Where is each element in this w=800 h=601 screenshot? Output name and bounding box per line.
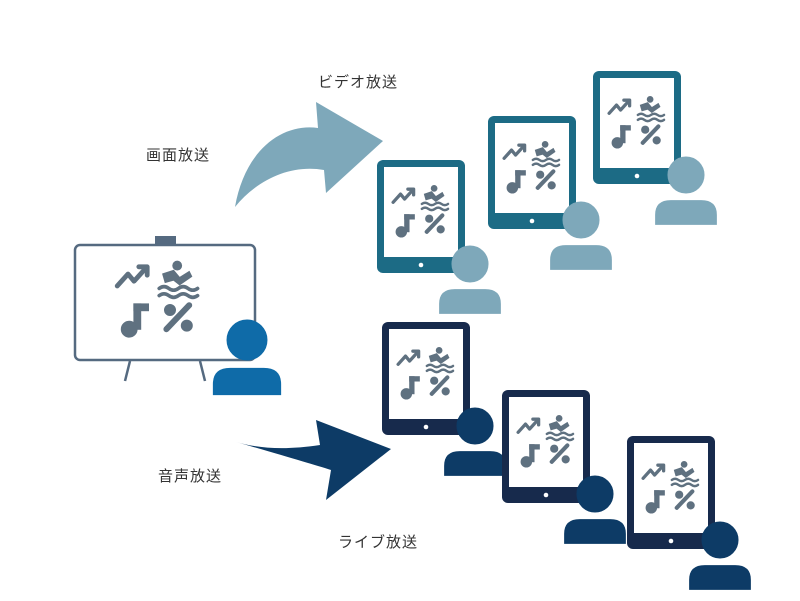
live-viewer-3: [627, 436, 751, 590]
label-video-broadcast: ビデオ放送: [318, 73, 399, 91]
video-viewer-1: [377, 160, 501, 314]
tablet-home-button: [529, 218, 535, 224]
live-viewer-1: [382, 322, 506, 476]
label-screen-broadcast: 画面放送: [146, 146, 211, 164]
video-viewer-3: [593, 71, 717, 225]
tablet-screen: [509, 397, 583, 487]
live-viewer-2: [502, 390, 626, 544]
tablet-screen: [600, 78, 674, 168]
tablet-home-button: [418, 262, 424, 268]
label-audio-broadcast: 音声放送: [158, 467, 223, 485]
whiteboard-icon: [73, 236, 257, 382]
tablet-home-button: [634, 173, 640, 179]
tablet-home-button: [423, 424, 429, 430]
video-viewer-2: [488, 116, 612, 270]
tablet-screen: [634, 443, 708, 533]
tablet-screen: [389, 329, 463, 419]
live-broadcast-arrow: [236, 420, 391, 500]
tablet-screen: [384, 167, 458, 257]
video-broadcast-arrow: [235, 102, 383, 207]
tablet-home-button: [543, 492, 549, 498]
label-live-broadcast: ライブ放送: [338, 533, 419, 551]
tablet-screen: [495, 123, 569, 213]
tablet-home-button: [668, 538, 674, 544]
